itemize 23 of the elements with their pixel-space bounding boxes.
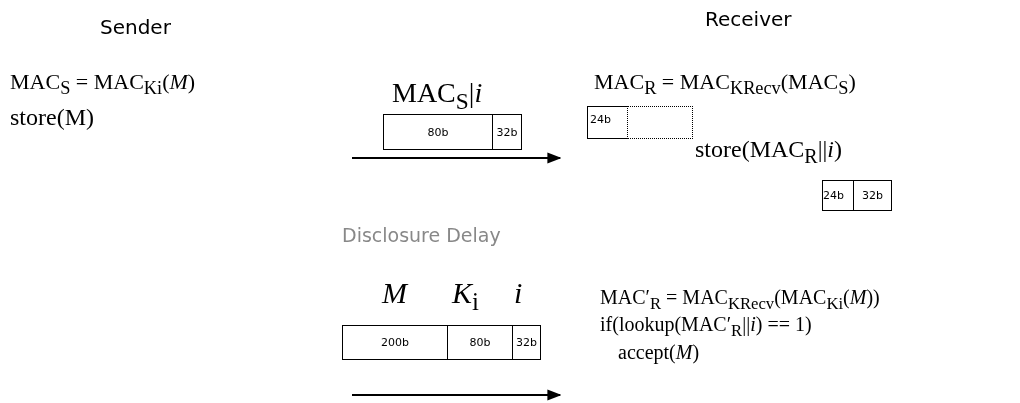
formula-text: store(MAC$_{R}$||i) xyxy=(695,136,842,167)
formula-text: MAC$_{S}$ = MAC$_{Ki}$(M) xyxy=(10,70,196,99)
bit-field: 24b xyxy=(587,106,628,139)
bit-field: 80b xyxy=(447,325,513,360)
bit-field: 32b xyxy=(512,325,541,360)
bit-field: 32b xyxy=(853,180,892,211)
bit-field: 32b xyxy=(492,114,522,150)
bit-field: 80b xyxy=(383,114,493,150)
bit-field: 24b xyxy=(822,180,854,211)
field-heading: K$_{i}$ xyxy=(452,276,479,316)
formula-text: accept(M) xyxy=(618,341,700,363)
field-heading: i xyxy=(514,276,523,309)
dotted-placeholder-box xyxy=(627,106,693,139)
formula-text: MAC′$_{R}$ = MAC$_{KRecv}$(MAC$_{Ki}$(M)) xyxy=(600,286,880,314)
formula-text: store(M) xyxy=(10,104,94,131)
formula-text: MAC$_{R}$ = MAC$_{KRecv}$(MAC$_{S}$) xyxy=(594,70,856,99)
column-heading: Sender xyxy=(100,16,171,38)
phase-label: Disclosure Delay xyxy=(342,225,501,246)
column-heading: Receiver xyxy=(705,8,792,30)
bit-field: 200b xyxy=(342,325,448,360)
field-heading: MAC$_{S}$|i xyxy=(392,78,483,115)
formula-text: if(lookup(MAC′$_{R}$||i) == 1) xyxy=(600,313,812,341)
field-heading: M xyxy=(382,276,407,309)
